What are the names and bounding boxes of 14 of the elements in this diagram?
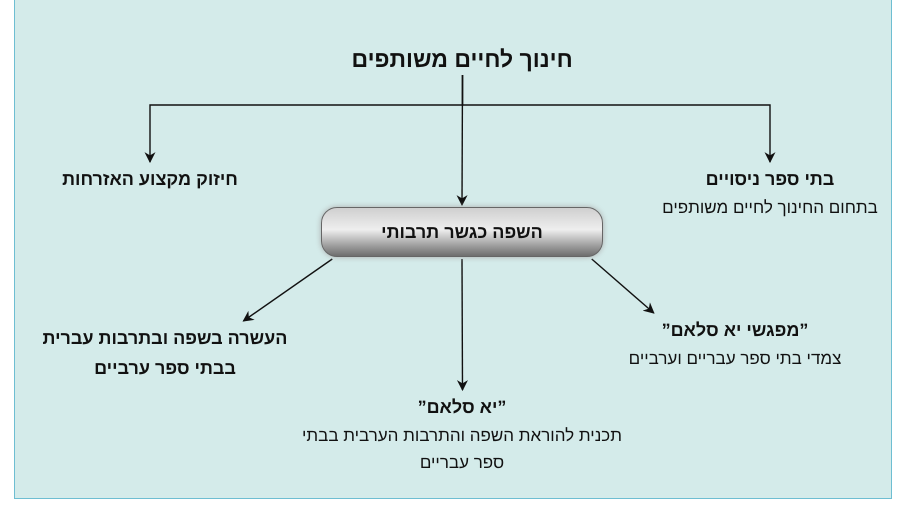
heading-text: ”יא סלאם” — [416, 396, 508, 419]
description-text: בתחום החינוך לחיים משותפים — [661, 197, 879, 219]
description-text: צמדי בתי ספר עבריים וערביים — [628, 348, 842, 370]
heading-text: חינוך לחיים משותפים — [352, 46, 573, 73]
topic-pill: השפה כגשר תרבותי — [321, 207, 603, 257]
heading-text: ”מפגשי יא סלאם” — [660, 319, 810, 342]
topic-text: חיזוק מקצוע האזרחות — [10, 164, 290, 194]
topic-text: העשרה בשפה ובתרבות עברית בבתי ספר ערביים — [25, 323, 305, 383]
description-text: תכנית להוראת השפה והתרבות הערבית בבתי ספר עבריים — [301, 425, 623, 474]
heading-text: בתי ספר ניסויים — [704, 168, 836, 191]
arrow — [456, 259, 468, 392]
arrow — [144, 75, 464, 164]
arrow — [591, 258, 655, 314]
arrow — [242, 258, 333, 322]
